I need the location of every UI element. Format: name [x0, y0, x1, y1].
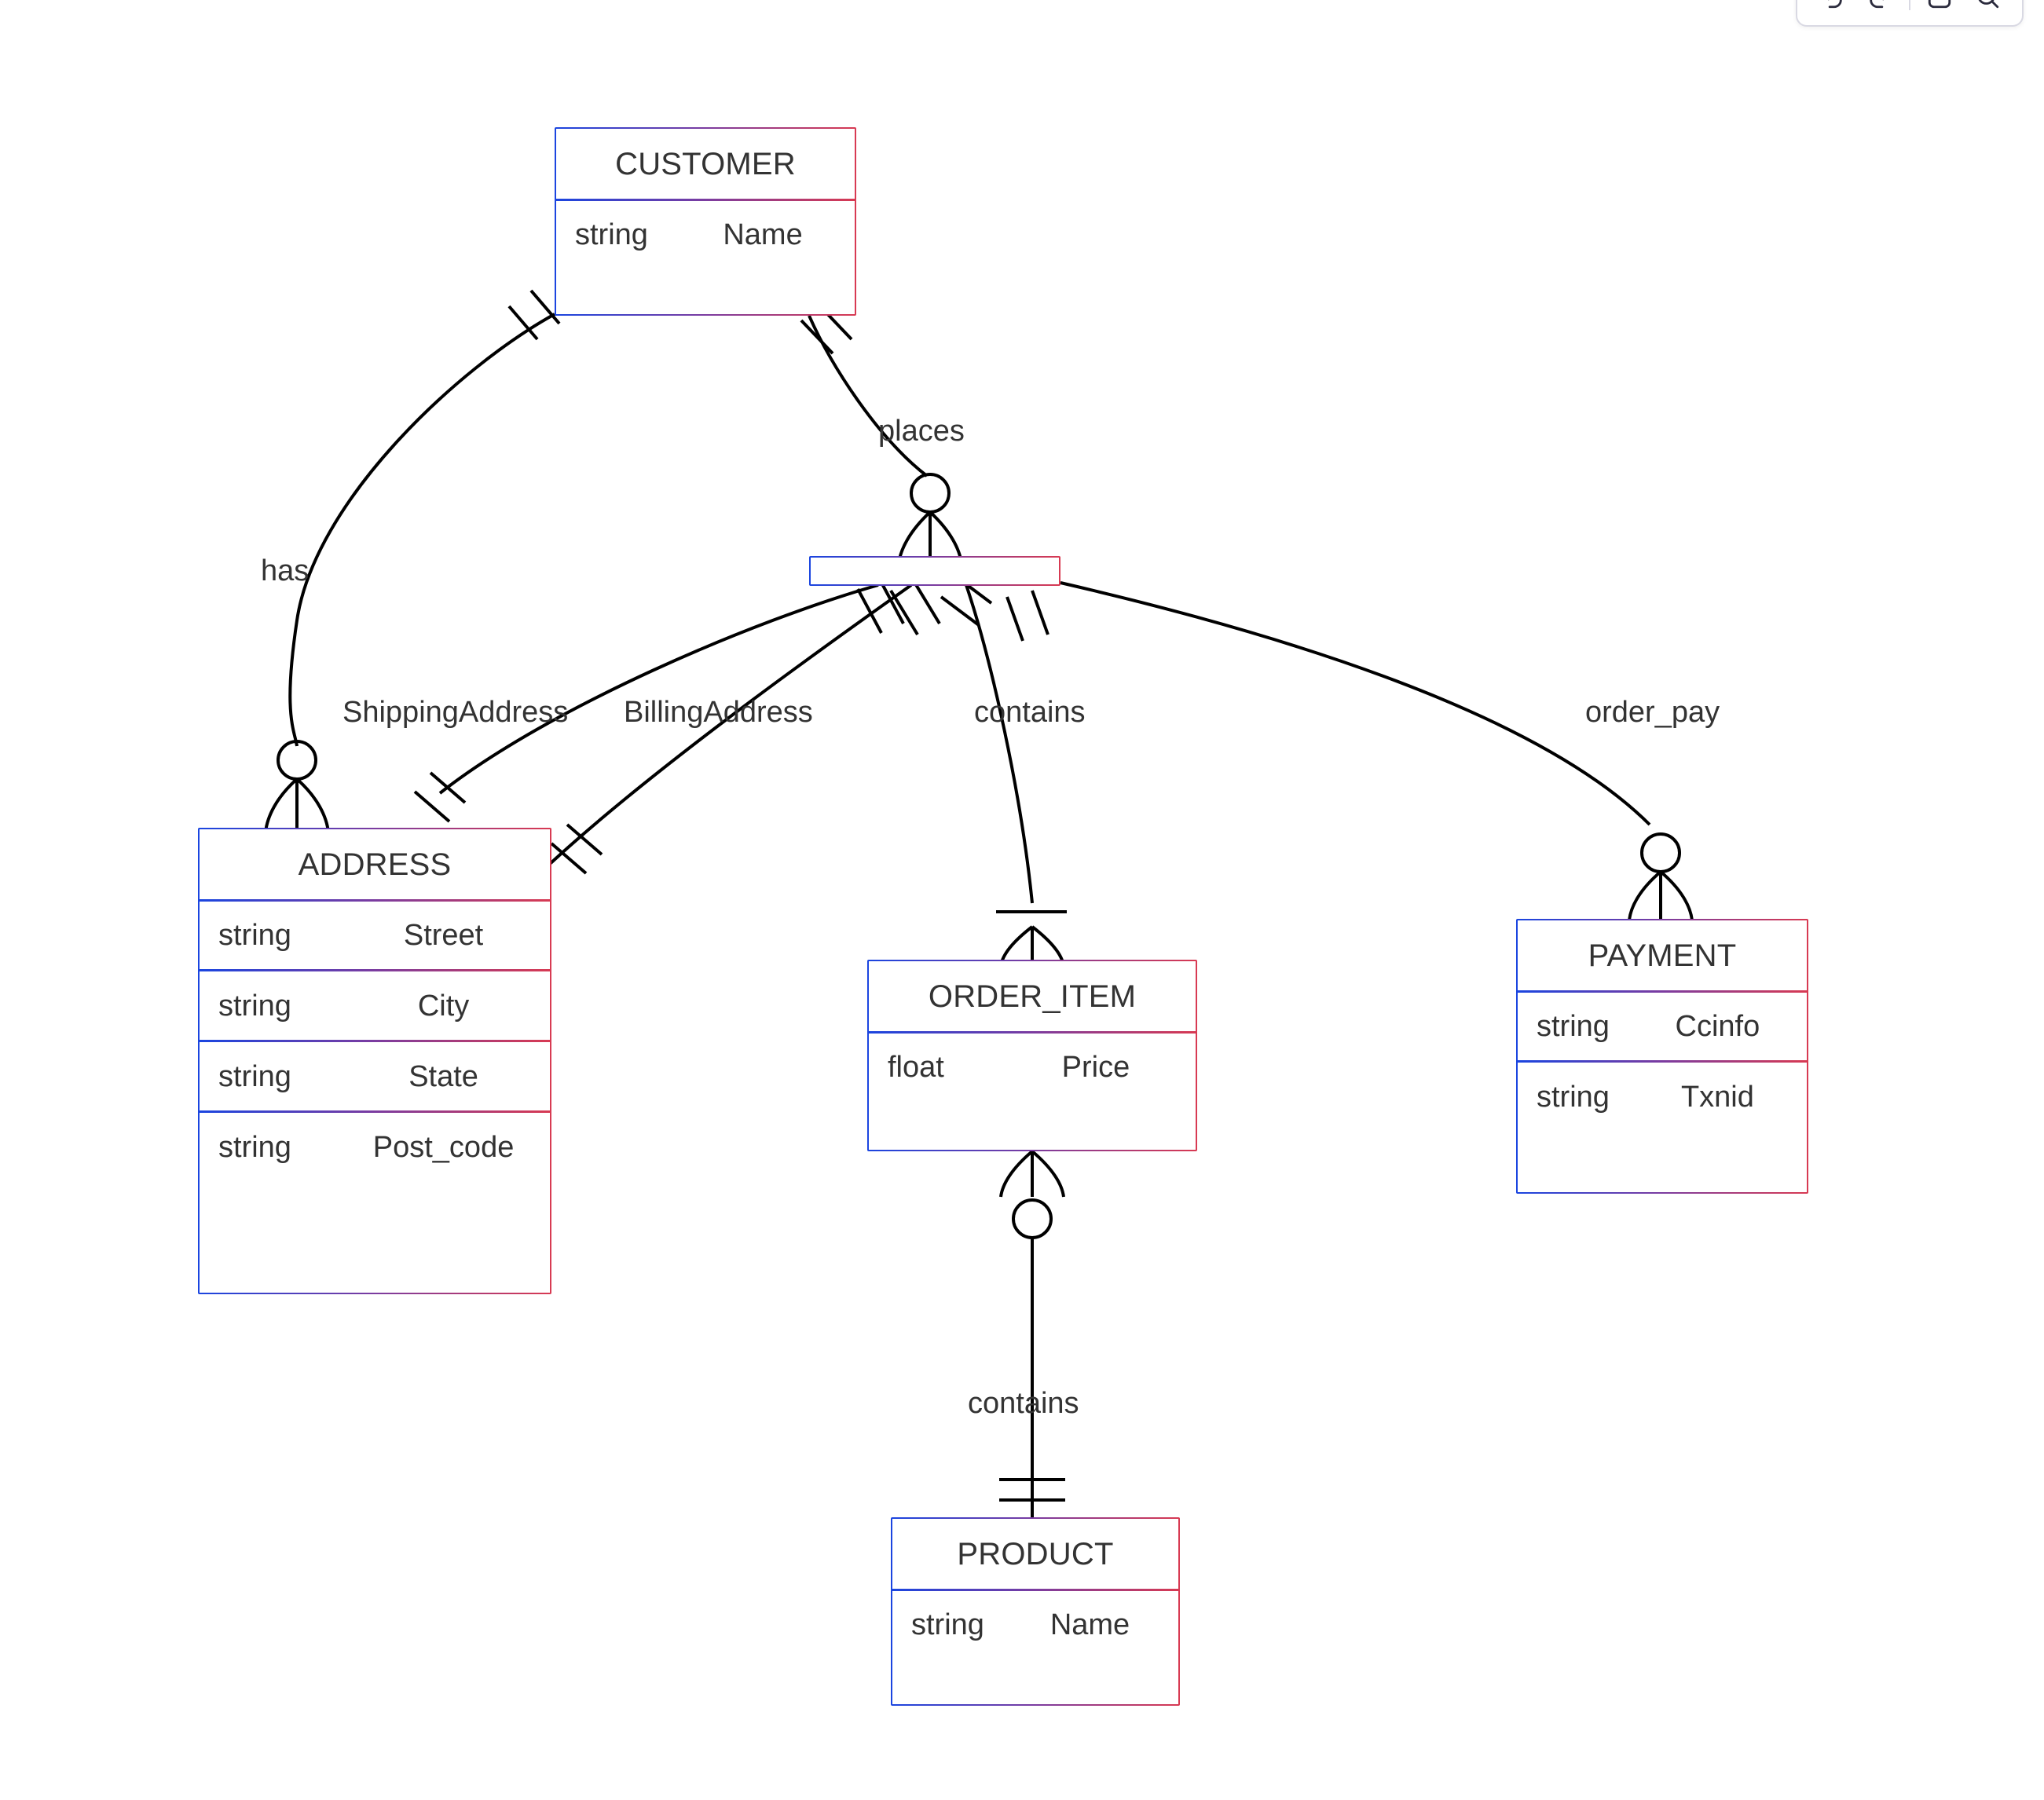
toolbar-separator	[1908, 0, 1910, 10]
entity-payment-attr-1: string Txnid	[1516, 1060, 1808, 1132]
attribute-type: float	[888, 1050, 944, 1084]
relationship-label-has: has	[261, 554, 310, 587]
relationship-label-places: places	[878, 415, 965, 448]
entity-address-attr-0: string Street	[200, 900, 550, 971]
entity-payment[interactable]: PAYMENT string Ccinfo string Txnid	[1516, 919, 1808, 1194]
floating-toolbar[interactable]	[1796, 0, 2024, 27]
edge-contains-product	[999, 1150, 1065, 1522]
entity-payment-title: PAYMENT	[1516, 920, 1808, 993]
entity-order[interactable]	[809, 556, 1060, 586]
fit-screen-icon[interactable]	[1921, 0, 1958, 15]
attribute-type: string	[575, 218, 648, 251]
entity-customer-attr-0: string Name	[556, 199, 855, 270]
entity-address-title: ADDRESS	[198, 829, 551, 902]
entity-address-attr-1: string City	[198, 969, 551, 1041]
attribute-name: State	[408, 1059, 478, 1093]
edge-order-pay	[1006, 581, 1694, 921]
entity-address-attr-3: string Post_code	[198, 1110, 551, 1183]
attribute-type: string	[911, 1608, 984, 1641]
entity-customer[interactable]: CUSTOMER string Name	[555, 127, 856, 316]
entity-order-item[interactable]: ORDER_ITEM float Price	[867, 960, 1197, 1151]
relationship-label-billing-address: BillingAddress	[624, 696, 813, 729]
attribute-name: Txnid	[1680, 1080, 1754, 1114]
attribute-name: Post_code	[372, 1130, 515, 1164]
entity-order-item-attr-0: float Price	[869, 1032, 1196, 1103]
attribute-name: Street	[403, 918, 484, 952]
redo-icon[interactable]	[1862, 0, 1898, 15]
zoom-search-icon[interactable]	[1969, 0, 2006, 15]
attribute-type: string	[218, 989, 291, 1023]
attribute-name: Ccinfo	[1675, 1009, 1760, 1043]
relationship-label-contains-product: contains	[968, 1387, 1079, 1420]
entity-product-title: PRODUCT	[891, 1519, 1180, 1591]
entity-address[interactable]: ADDRESS string Street string City string…	[198, 828, 551, 1294]
attribute-type: string	[218, 1130, 291, 1164]
attribute-type: string	[218, 1059, 291, 1093]
attribute-type: string	[1537, 1080, 1610, 1114]
edge-billing-address	[548, 578, 941, 875]
relationship-label-shipping-address: ShippingAddress	[342, 696, 569, 729]
relationship-label-order-pay: order_pay	[1585, 696, 1720, 729]
entity-address-attr-2: string State	[198, 1040, 551, 1112]
attribute-name: City	[417, 989, 470, 1023]
entity-customer-title: CUSTOMER	[555, 129, 856, 201]
entity-order-item-title: ORDER_ITEM	[867, 961, 1197, 1034]
entity-product-attr-0: string Name	[892, 1590, 1178, 1660]
edge-has	[264, 289, 561, 833]
entity-order-title	[811, 558, 1059, 584]
attribute-name: Name	[723, 218, 803, 251]
attribute-type: string	[1537, 1009, 1610, 1043]
undo-icon[interactable]	[1814, 0, 1850, 15]
edge-shipping-address	[413, 579, 905, 823]
relationship-label-contains-order-item: contains	[974, 696, 1086, 729]
entity-product[interactable]: PRODUCT string Name	[891, 1517, 1180, 1706]
attribute-name: Price	[1061, 1050, 1130, 1084]
attribute-name: Name	[1049, 1608, 1130, 1641]
attribute-type: string	[218, 918, 291, 952]
entity-payment-attr-0: string Ccinfo	[1518, 991, 1807, 1062]
